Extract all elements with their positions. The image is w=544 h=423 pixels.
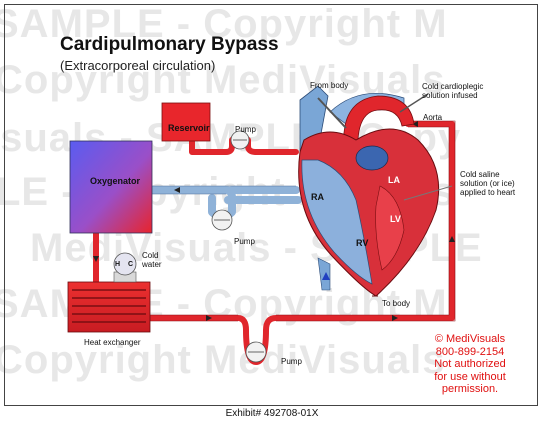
pump-top-icon bbox=[230, 130, 250, 150]
cold-water-line: Cold bbox=[142, 251, 159, 260]
copyright-line: 800-899-2154 bbox=[435, 345, 505, 358]
page-title: Cardipulmonary Bypass bbox=[60, 34, 279, 55]
cardioplegic-line: Cold cardioplegic bbox=[422, 82, 484, 91]
flow-arrows bbox=[93, 121, 455, 321]
copyright-line: Not authorized bbox=[434, 358, 506, 370]
la-label: LA bbox=[388, 175, 400, 185]
cold-saline-line: applied to heart bbox=[460, 188, 516, 197]
from-body-label: From body bbox=[310, 81, 349, 90]
cold-cardioplegic-label: Cold cardioplegic solution infused bbox=[422, 82, 483, 100]
tube-outline bbox=[150, 120, 456, 322]
exhibit-number: Exhibit# 492708-01X bbox=[225, 408, 319, 419]
cold-saline-label: Cold saline solution (or ice) applied to… bbox=[460, 170, 515, 197]
copyright-notice: © MediVisuals 800-899-2154 Not authorize… bbox=[410, 333, 530, 396]
aorta-label: Aorta bbox=[423, 113, 443, 122]
rv-label: RV bbox=[356, 238, 369, 248]
cold-saline-line: solution (or ice) bbox=[460, 179, 515, 188]
cold-water-label: Cold water bbox=[142, 251, 162, 269]
cold-water-line: water bbox=[142, 260, 162, 269]
heart-illustration bbox=[298, 85, 453, 297]
heat-exchanger-label: Heat exchanger bbox=[84, 338, 141, 347]
oxygenator-label: Oxygenator bbox=[90, 176, 141, 186]
figure-frame bbox=[4, 4, 538, 406]
reservoir-box bbox=[161, 102, 211, 142]
lv-label: LV bbox=[390, 214, 401, 224]
to-body-label: To body bbox=[382, 299, 411, 308]
copyright-line: for use without bbox=[434, 370, 506, 383]
heat-exchanger bbox=[67, 252, 151, 333]
page-subtitle: (Extracorporeal circulation) bbox=[60, 58, 216, 73]
pump-bottom-label: Pump bbox=[281, 357, 302, 366]
pump-top-label: Pump bbox=[235, 125, 256, 134]
cardioplegic-line: solution infused bbox=[422, 91, 478, 100]
pump-middle-icon bbox=[211, 209, 233, 231]
hot-indicator: H bbox=[115, 261, 121, 268]
cold-saline-line: Cold saline bbox=[460, 170, 500, 179]
reservoir-label: Reservoir bbox=[168, 123, 210, 133]
pump-middle-label: Pump bbox=[234, 237, 255, 246]
copyright-line: © MediVisuals bbox=[434, 333, 506, 345]
pump-bottom-icon bbox=[245, 341, 267, 363]
copyright-line: permission. bbox=[441, 383, 499, 395]
oxygenator-box bbox=[69, 140, 153, 234]
ra-label: RA bbox=[311, 192, 324, 202]
cold-indicator: C bbox=[128, 261, 134, 268]
